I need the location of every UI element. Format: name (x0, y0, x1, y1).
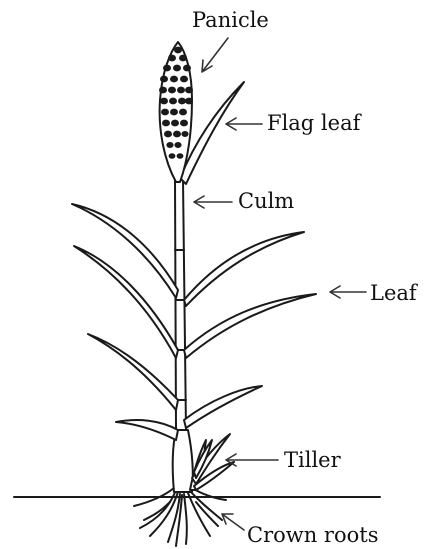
panicle-arrow (202, 38, 228, 72)
leaf-arrow (330, 286, 366, 298)
tiller-label: Tiller (284, 450, 341, 471)
panicle-label: Panicle (192, 10, 269, 31)
leaves (72, 204, 316, 440)
leaf-label: Leaf (370, 283, 417, 304)
crown-roots-arrow (222, 514, 244, 530)
culm-arrow (194, 196, 232, 208)
crown-roots-label: Crown roots (247, 525, 378, 546)
culm (175, 180, 186, 430)
flag-leaf-label: Flag leaf (267, 113, 360, 134)
flag-leaf-arrow (226, 118, 262, 130)
tiller-arrow (226, 454, 278, 466)
tiller (190, 434, 234, 490)
culm-label: Culm (238, 191, 294, 212)
